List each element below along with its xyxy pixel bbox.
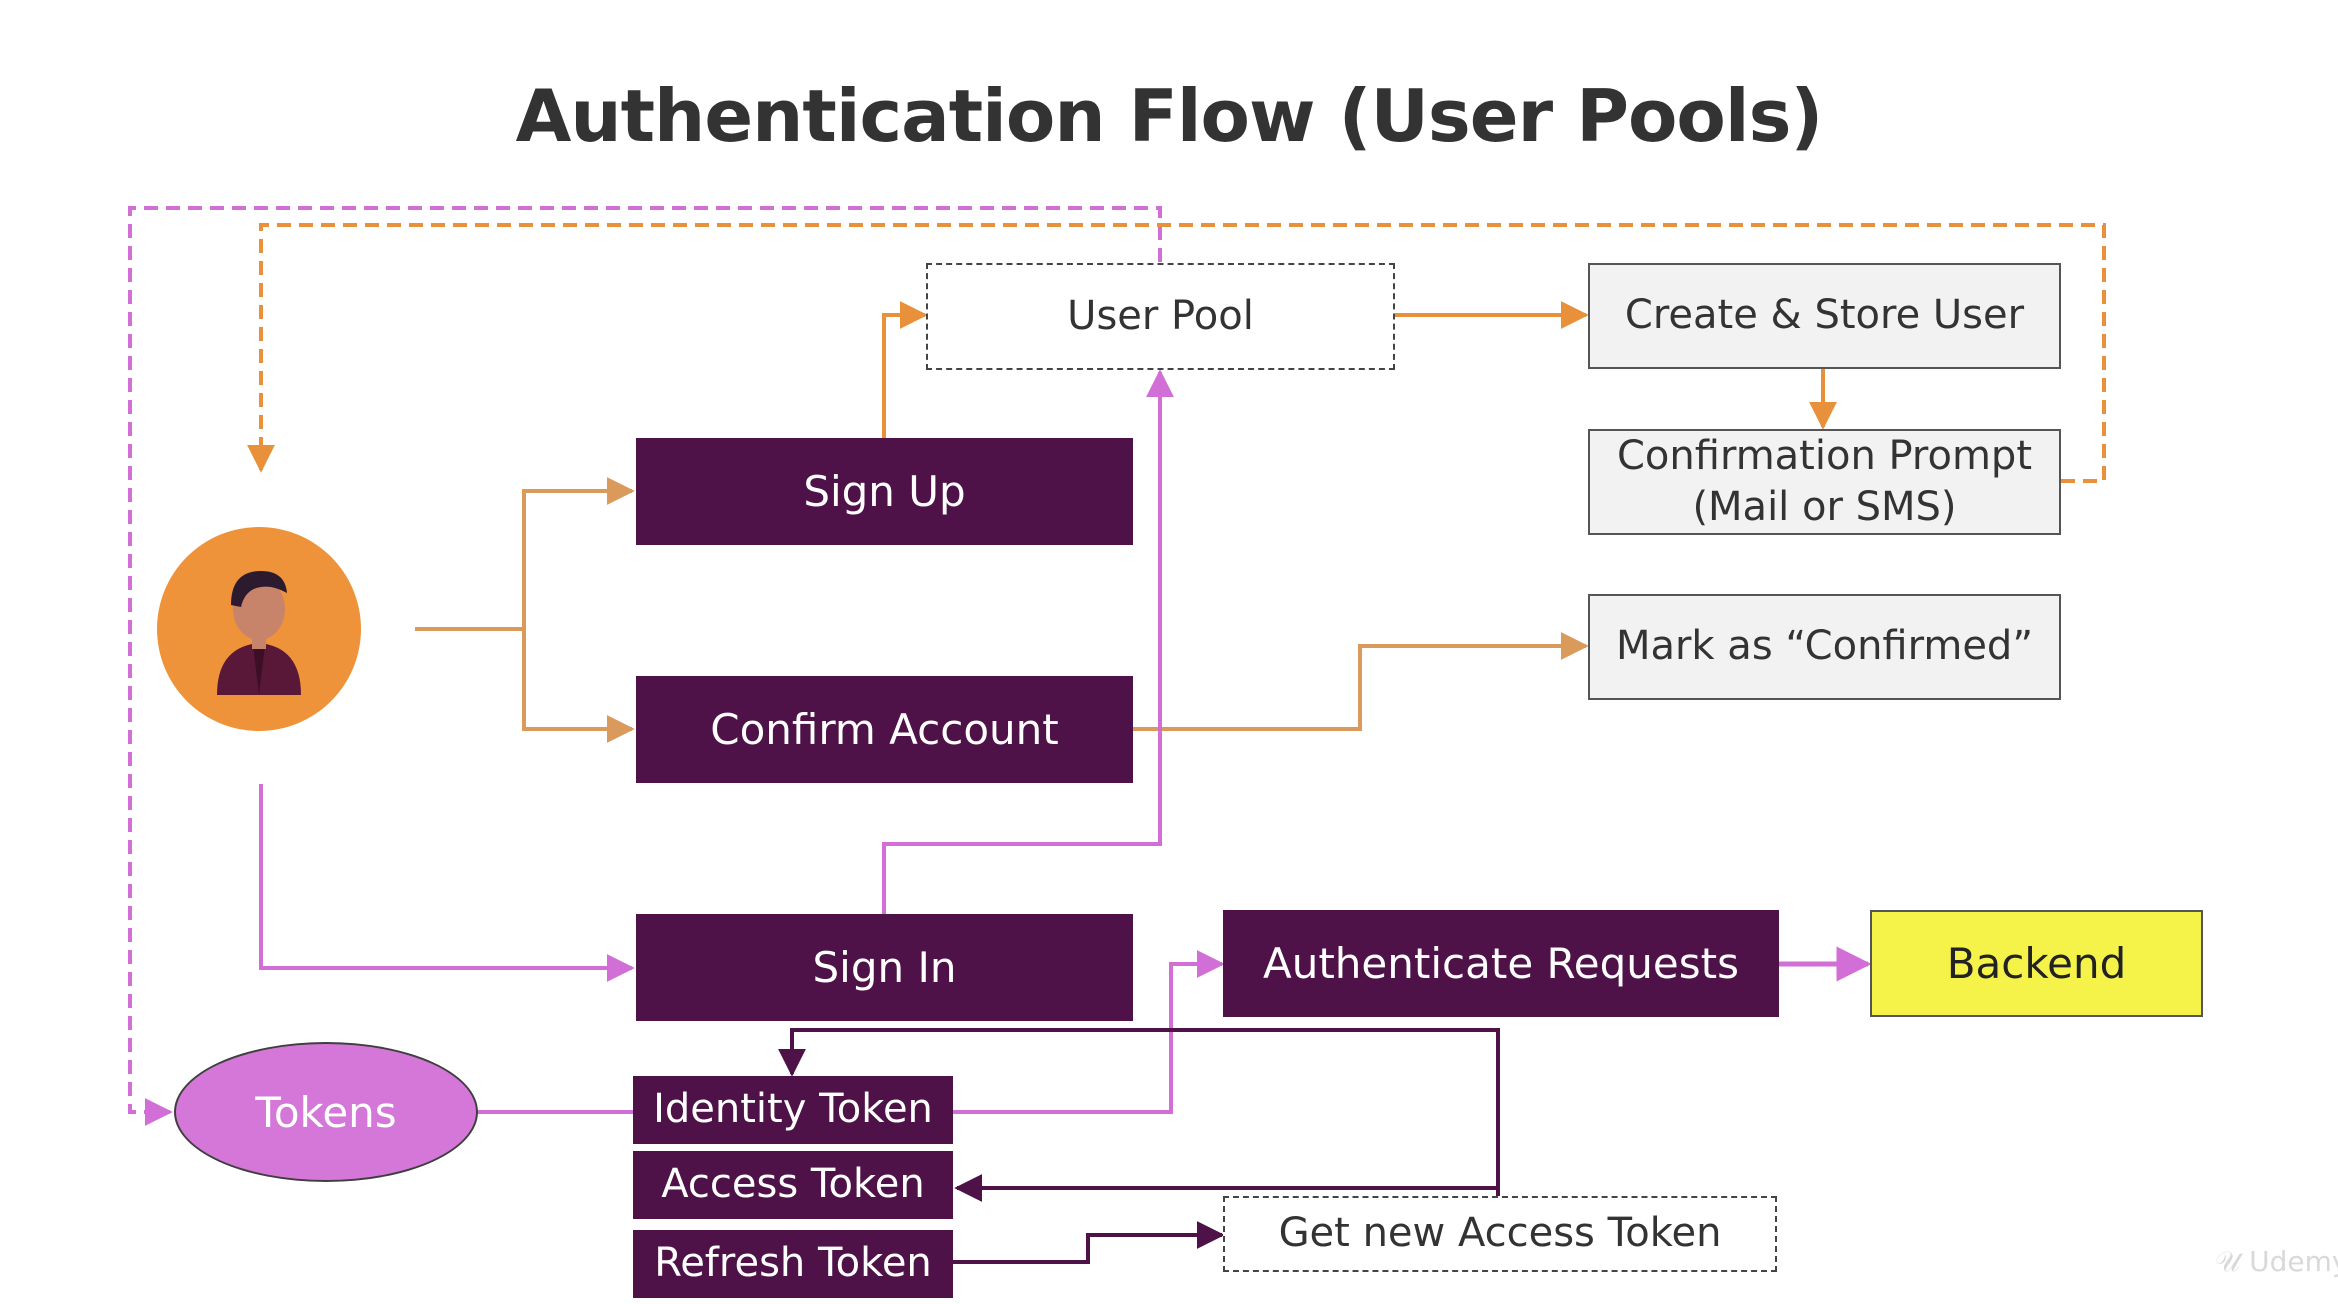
access-token-label: Access Token (661, 1161, 925, 1208)
user-to-confirm-connector (522, 629, 635, 743)
confirmation-prompt-node: Confirmation Prompt (Mail or SMS) (1588, 429, 2061, 535)
signin-to-userpool-connector (882, 369, 1174, 914)
watermark-text: Udemy (2249, 1245, 2338, 1278)
authenticate-requests-node: Authenticate Requests (1223, 910, 1779, 1017)
backend-node: Backend (1870, 910, 2203, 1017)
user-pool-label: User Pool (1067, 292, 1254, 339)
identity-token-node: Identity Token (633, 1076, 953, 1144)
access-token-node: Access Token (633, 1151, 953, 1219)
refresh-loop-top-connector (778, 1028, 1500, 1196)
confirmation-prompt-line1: Confirmation Prompt (1617, 432, 2032, 479)
identity-token-label: Identity Token (653, 1086, 933, 1133)
refresh-token-node: Refresh Token (633, 1230, 953, 1298)
confirm-account-label: Confirm Account (710, 704, 1059, 754)
user-to-signin-connector (259, 784, 635, 982)
sign-in-label: Sign In (812, 942, 957, 992)
confirmation-prompt-line2: (Mail or SMS) (1692, 484, 1957, 530)
signup-to-userpool-connector (882, 301, 928, 438)
user-avatar-icon (157, 527, 361, 731)
user-pool-node: User Pool (926, 263, 1395, 370)
tokens-node: Tokens (174, 1042, 478, 1182)
refresh-token-label: Refresh Token (654, 1240, 932, 1287)
sign-up-label: Sign Up (803, 466, 966, 516)
user-to-signup-connector (522, 477, 635, 629)
mark-confirmed-node: Mark as “Confirmed” (1588, 594, 2061, 700)
page-title: Authentication Flow (User Pools) (515, 74, 1824, 158)
tokens-label: Tokens (255, 1087, 397, 1137)
confirm-to-mark-connector (1133, 632, 1589, 731)
create-store-user-node: Create & Store User (1588, 263, 2061, 369)
sign-up-node: Sign Up (636, 438, 1133, 545)
confirmation-dashed-connector (247, 223, 2106, 483)
watermark-logo-icon: 𝒰 (2215, 1245, 2241, 1278)
get-new-access-token-label: Get new Access Token (1278, 1210, 1722, 1257)
identity-to-authenticate-connector (952, 950, 1225, 1114)
backend-label: Backend (1946, 938, 2127, 988)
get-new-access-token-node: Get new Access Token (1223, 1196, 1777, 1272)
confirm-account-node: Confirm Account (636, 676, 1133, 783)
refresh-to-getnew-connector (952, 1221, 1225, 1264)
udemy-watermark: 𝒰 Udemy (2215, 1245, 2338, 1279)
create-store-user-label: Create & Store User (1624, 292, 2025, 339)
sign-in-node: Sign In (636, 914, 1133, 1021)
mark-confirmed-label: Mark as “Confirmed” (1615, 623, 2034, 670)
authenticate-requests-label: Authenticate Requests (1262, 938, 1739, 988)
